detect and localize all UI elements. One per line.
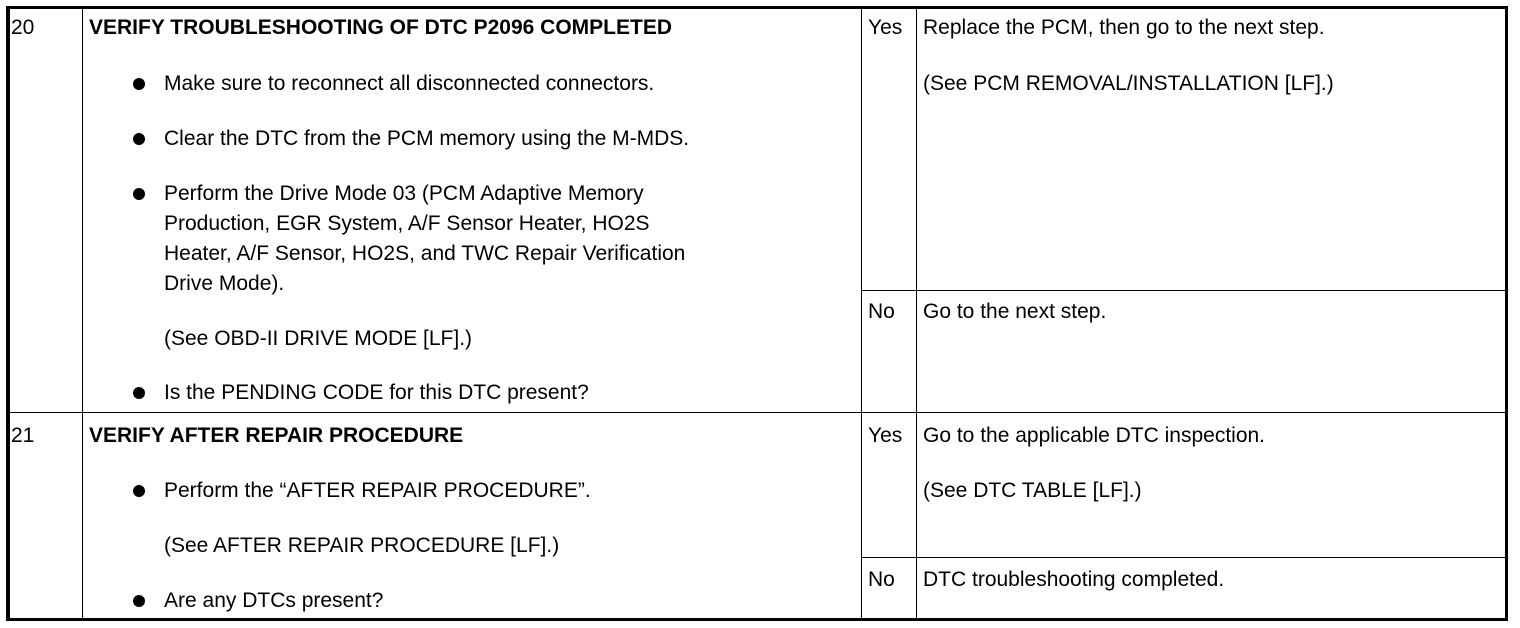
step-question: Are any DTCs present? xyxy=(164,589,384,612)
reference-link[interactable]: (See DTC TABLE [LF].) xyxy=(923,479,1142,502)
result-divider xyxy=(861,290,1508,291)
reference-link[interactable]: (See AFTER REPAIR PROCEDURE [LF].) xyxy=(164,534,560,557)
step-number: 21 xyxy=(11,424,35,447)
bullet-icon xyxy=(133,188,145,200)
row-divider xyxy=(6,412,1508,413)
step-number: 20 xyxy=(11,16,35,39)
answer-yes: Yes xyxy=(868,424,903,447)
bullet-icon xyxy=(133,78,145,90)
answer-no: No xyxy=(868,568,895,591)
step-item: Perform the Drive Mode 03 (PCM Adaptive … xyxy=(164,182,644,205)
result-divider xyxy=(861,557,1508,558)
answer-no: No xyxy=(868,300,895,323)
step-question: Is the PENDING CODE for this DTC present… xyxy=(164,381,589,404)
table-border-right xyxy=(1505,6,1508,621)
step-item: Make sure to reconnect all disconnected … xyxy=(164,72,655,95)
step-title: VERIFY TROUBLESHOOTING OF DTC P2096 COMP… xyxy=(89,16,673,39)
answer-yes: Yes xyxy=(868,16,903,39)
bullet-icon xyxy=(133,595,145,607)
bullet-icon xyxy=(133,133,145,145)
column-divider xyxy=(861,6,862,621)
column-divider xyxy=(82,6,83,621)
reference-link[interactable]: (See PCM REMOVAL/INSTALLATION [LF].) xyxy=(923,72,1334,95)
table-border-top xyxy=(6,6,1508,9)
step-title: VERIFY AFTER REPAIR PROCEDURE xyxy=(89,424,464,447)
step-item: Perform the “AFTER REPAIR PROCEDURE”. xyxy=(164,479,591,502)
action-text: Go to the next step. xyxy=(923,300,1107,323)
step-item: Production, EGR System, A/F Sensor Heate… xyxy=(164,212,650,235)
column-divider xyxy=(916,6,917,621)
step-item: Clear the DTC from the PCM memory using … xyxy=(164,127,690,150)
action-text: Replace the PCM, then go to the next ste… xyxy=(923,16,1325,39)
bullet-icon xyxy=(133,485,145,497)
action-text: DTC troubleshooting completed. xyxy=(923,568,1225,591)
step-item: Heater, A/F Sensor, HO2S, and TWC Repair… xyxy=(164,242,686,265)
table-border-left xyxy=(6,6,10,621)
bullet-icon xyxy=(133,387,145,399)
step-item: Drive Mode). xyxy=(164,272,285,295)
table-border-bottom xyxy=(6,618,1508,621)
action-text: Go to the applicable DTC inspection. xyxy=(923,424,1266,447)
reference-link[interactable]: (See OBD-II DRIVE MODE [LF].) xyxy=(164,327,473,350)
